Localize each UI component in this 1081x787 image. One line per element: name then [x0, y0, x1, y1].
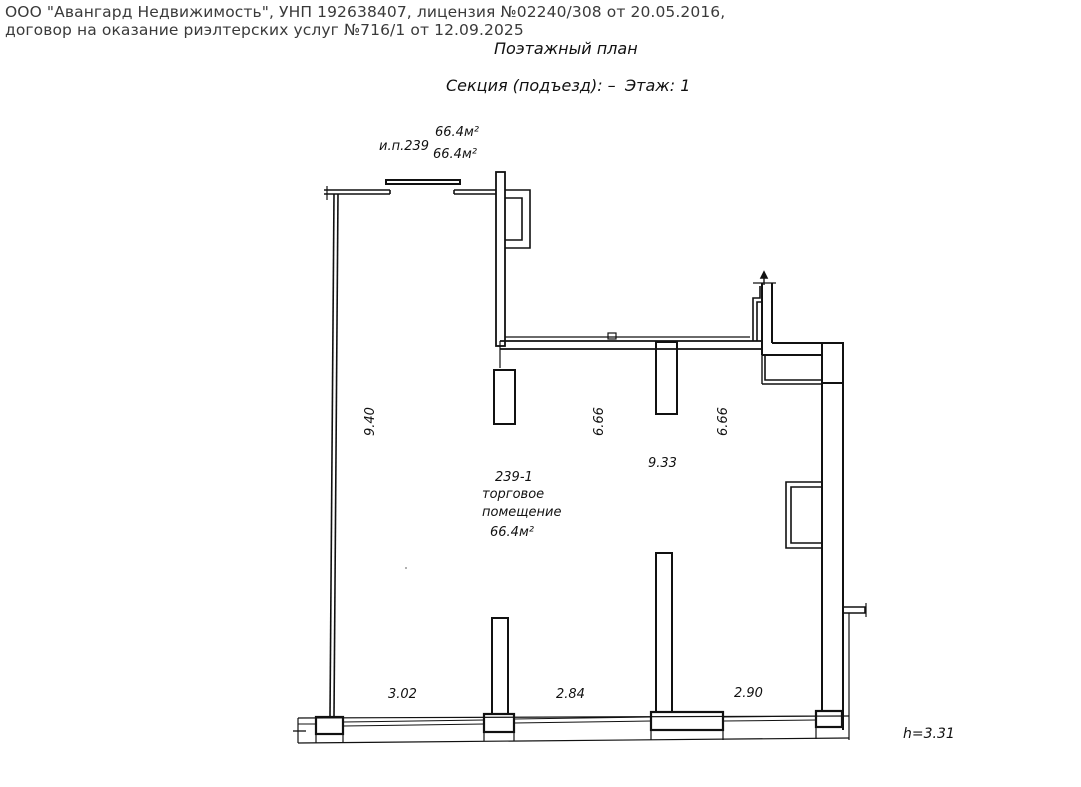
- agency-info-line-2: договор на оказание риэлтерских услуг №7…: [5, 21, 524, 39]
- room-area: 66.4м²: [490, 525, 534, 540]
- dim-inner-height-1: 6.66: [592, 407, 607, 436]
- plan-title: Поэтажный план: [494, 39, 638, 58]
- agency-info-line-1: ООО "Авангард Недвижимость", УНП 1926384…: [5, 3, 726, 21]
- partition-upper: [495, 171, 531, 347]
- area-total-label: 66.4м²: [435, 125, 479, 140]
- room-type-line2: помещение: [482, 505, 561, 520]
- dim-left-height: 9.40: [363, 407, 378, 436]
- partition-lower-left: [491, 617, 509, 715]
- dim-bottom-2: 2.84: [556, 687, 585, 702]
- room-number: 239-1: [495, 470, 533, 485]
- left-wall: [329, 193, 339, 717]
- dim-bottom-3: 2.90: [734, 686, 763, 701]
- bottom-wall: [293, 709, 850, 744]
- dim-width-upper: 9.33: [648, 456, 677, 471]
- section-label: Секция (подъезд): –: [446, 76, 616, 95]
- column-left: [493, 369, 516, 425]
- column-center: [655, 341, 678, 415]
- shaft-top-right: [752, 270, 844, 385]
- floor-label: Этаж: 1: [625, 76, 691, 95]
- corridor-wall: [499, 332, 762, 368]
- right-wall: [785, 383, 867, 740]
- ceiling-height: h=3.31: [903, 726, 955, 742]
- dot-mark: [405, 567, 407, 569]
- partition-lower-right: [655, 552, 673, 713]
- room-type-line1: торговое: [482, 487, 544, 502]
- top-wall: [324, 179, 496, 200]
- dim-inner-height-2: 6.66: [716, 407, 731, 436]
- unit-ref-label: и.п.239: [379, 139, 429, 154]
- dim-bottom-1: 3.02: [388, 687, 417, 702]
- area-total-label-2: 66.4м²: [433, 147, 477, 162]
